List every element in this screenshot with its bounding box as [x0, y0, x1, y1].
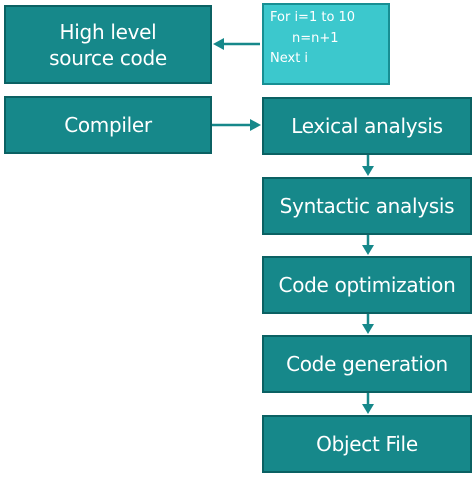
stage-syntactic-analysis: Syntactic analysis — [262, 177, 472, 235]
code-line-2: n=n+1 — [292, 30, 339, 46]
stage-label: Object File — [316, 432, 418, 456]
arrow-code-to-source — [213, 38, 260, 50]
compiler-box: Compiler — [4, 96, 212, 154]
source-code-label-line1: High level — [59, 19, 157, 44]
compiler-label: Compiler — [64, 113, 152, 137]
stage-code-optimization: Code optimization — [262, 256, 472, 314]
source-code-box: High level source code — [4, 5, 212, 84]
stage-lexical-analysis: Lexical analysis — [262, 97, 472, 155]
stage-label: Code generation — [286, 352, 448, 376]
stage-label: Lexical analysis — [291, 114, 443, 138]
arrow-lexical-to-syntactic — [362, 155, 374, 176]
stage-object-file: Object File — [262, 415, 472, 473]
arrow-compiler-to-lexical — [212, 119, 261, 131]
arrow-optimization-to-generation — [362, 314, 374, 334]
arrow-generation-to-object — [362, 393, 374, 414]
stage-code-generation: Code generation — [262, 335, 472, 393]
code-line-3: Next i — [270, 51, 309, 67]
code-line-1: For i=1 to 10 — [270, 10, 356, 25]
code-sample-box: For i=1 to 10 n=n+1 Next i — [262, 3, 390, 85]
stage-label: Code optimization — [278, 273, 456, 297]
stage-label: Syntactic analysis — [279, 194, 455, 218]
arrow-syntactic-to-optimization — [362, 235, 374, 255]
source-code-label-line2: source code — [49, 45, 167, 70]
